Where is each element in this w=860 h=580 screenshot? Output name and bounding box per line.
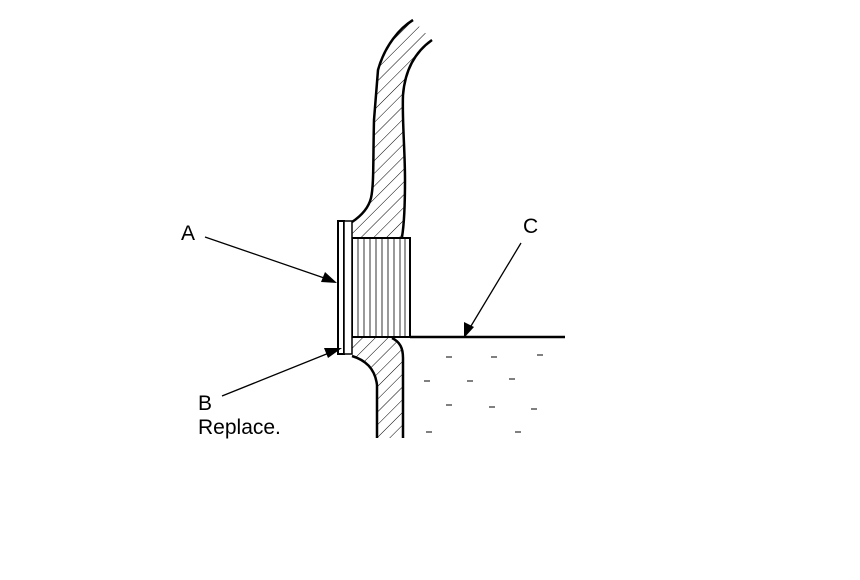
leader-c	[464, 242, 522, 338]
lower-wall-outline-right	[391, 336, 405, 438]
lower-wall-outline-left	[351, 354, 379, 438]
label-b: B	[198, 392, 212, 415]
seal-insert	[351, 237, 411, 338]
gasket-part-b	[343, 220, 353, 355]
label-a: A	[181, 222, 195, 245]
plate-part-a	[337, 220, 345, 355]
leader-a	[204, 236, 337, 283]
upper-wall-outline-left	[351, 18, 414, 224]
seal-insert-lines	[357, 238, 406, 337]
upper-wall-outline-right	[400, 38, 433, 238]
label-c: C	[523, 215, 538, 238]
label-b-note: Replace.	[198, 416, 281, 439]
leader-b	[221, 348, 342, 397]
upper-wall-section	[352, 20, 432, 237]
fluid-dashes	[424, 354, 543, 433]
